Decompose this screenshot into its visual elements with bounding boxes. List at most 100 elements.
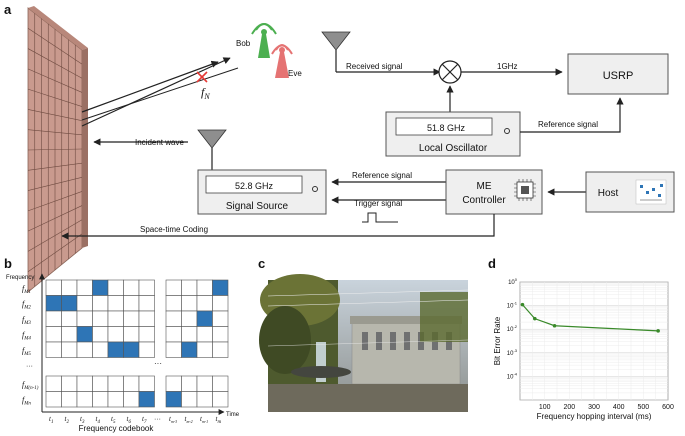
usrp-box: [567, 53, 669, 95]
codebook-cell: [138, 341, 155, 358]
codebook-cell: [76, 310, 93, 327]
codebook-cell: [165, 279, 182, 296]
transmit-antenna-icon: [197, 129, 227, 170]
codebook-cell-selected: [212, 279, 229, 296]
y-tick-label: 10-4: [507, 371, 518, 380]
fn-label: fN: [201, 85, 210, 101]
received-signal-label: Received signal: [346, 62, 403, 71]
eve-label: Eve: [288, 69, 302, 78]
reference-signal-right-label: Reference signal: [538, 120, 598, 129]
codebook-cell-selected: [123, 341, 140, 358]
eve-antenna-icon: [271, 44, 293, 78]
series-line: [522, 304, 659, 332]
y-tick-label: 10-2: [507, 324, 518, 333]
codebook-cell: [138, 279, 155, 296]
codebook-cell-selected: [76, 326, 93, 343]
codebook-cell: [165, 295, 182, 312]
panel-c-label: c: [258, 256, 265, 271]
codebook-col-label: tm-1: [200, 415, 208, 424]
codebook-cell-selected: [181, 341, 198, 358]
ghz-label: 1GHz: [497, 62, 517, 71]
codebook-cell: [123, 279, 140, 296]
codebook-cell: [165, 326, 182, 343]
codebook-cell: [123, 326, 140, 343]
codebook-cell: [123, 375, 140, 392]
codebook-row-label: fM2: [22, 300, 31, 311]
codebook-row-ellipsis: ···: [26, 363, 33, 370]
trigger-signal-label: Trigger signal: [354, 199, 402, 208]
codebook-cell: [76, 375, 93, 392]
codebook-cell: [107, 279, 124, 296]
codebook-col-label: t3: [80, 415, 85, 425]
panel-a-label: a: [4, 2, 12, 17]
campus-photo: [259, 274, 469, 412]
codebook-row-label: fM1: [22, 284, 31, 295]
codebook-cell: [45, 279, 62, 296]
codebook-cell: [61, 326, 78, 343]
codebook-cell: [138, 375, 155, 392]
lo-knob-icon: [504, 128, 510, 134]
codebook-cell: [92, 391, 109, 408]
codebook-col-ellipsis: ···: [154, 359, 162, 368]
codebook-cell: [196, 375, 213, 392]
panel-d-label: d: [488, 256, 496, 271]
codebook-cell: [76, 279, 93, 296]
codebook-cell: [212, 341, 229, 358]
codebook-cell: [181, 391, 198, 408]
bob-antenna-icon: [251, 23, 277, 58]
codebook-cell: [61, 279, 78, 296]
y-axis-label: Bit Error Rate: [493, 316, 502, 365]
host-label: Host: [598, 188, 619, 199]
codebook-row-label: fM5: [22, 346, 31, 357]
codebook-cell: [138, 295, 155, 312]
data-point: [533, 316, 537, 321]
codebook-cell: [165, 341, 182, 358]
codebook-cell: [138, 310, 155, 327]
space-time-coding-label: Space-time Coding: [140, 225, 208, 234]
codebook-cell: [107, 310, 124, 327]
codebook-cell: [76, 341, 93, 358]
data-point: [520, 302, 525, 307]
codebook-cell: [212, 295, 229, 312]
codebook-cell: [212, 391, 229, 408]
codebook-cell: [196, 391, 213, 408]
codebook-col-label: t6: [127, 415, 132, 425]
codebook-cell: [45, 391, 62, 408]
codebook-cell: [92, 310, 109, 327]
x-axis-label: Frequency hopping interval (ms): [537, 412, 652, 421]
x-tick-label: 100: [539, 404, 551, 411]
metasurface: [27, 6, 88, 293]
codebook-cell: [181, 375, 198, 392]
codebook-row-label: fMn: [22, 396, 31, 407]
codebook-cell: [165, 310, 182, 327]
codebook-cell: [107, 295, 124, 312]
codebook-cell: [212, 310, 229, 327]
codebook-thumbnail-icon: [635, 179, 667, 205]
x-tick-label: 300: [588, 404, 600, 411]
chip-icon: [514, 179, 536, 201]
local-oscillator-label: Local Oscillator: [419, 143, 488, 154]
codebook-cell-selected: [165, 391, 182, 408]
codebook-cell: [123, 310, 140, 327]
me-controller-label-1: ME: [477, 181, 492, 192]
codebook-cell-selected: [92, 279, 109, 296]
data-point: [552, 323, 557, 328]
x-tick-label: 200: [563, 404, 575, 411]
codebook-cell: [92, 326, 109, 343]
codebook-cell: [61, 310, 78, 327]
codebook-cell: [123, 295, 140, 312]
incident-wave-label: Incident wave: [135, 138, 184, 147]
codebook-cell: [138, 326, 155, 343]
codebook-cell: [181, 279, 198, 296]
codebook-cell: [45, 341, 62, 358]
codebook-row-label: fM3: [22, 315, 31, 326]
codebook-cell: [107, 326, 124, 343]
me-controller-box: [445, 169, 543, 215]
codebook-cell: [123, 391, 140, 408]
codebook-x-title: Time: [226, 412, 240, 418]
codebook-cell: [107, 391, 124, 408]
codebook-cell: [196, 279, 213, 296]
